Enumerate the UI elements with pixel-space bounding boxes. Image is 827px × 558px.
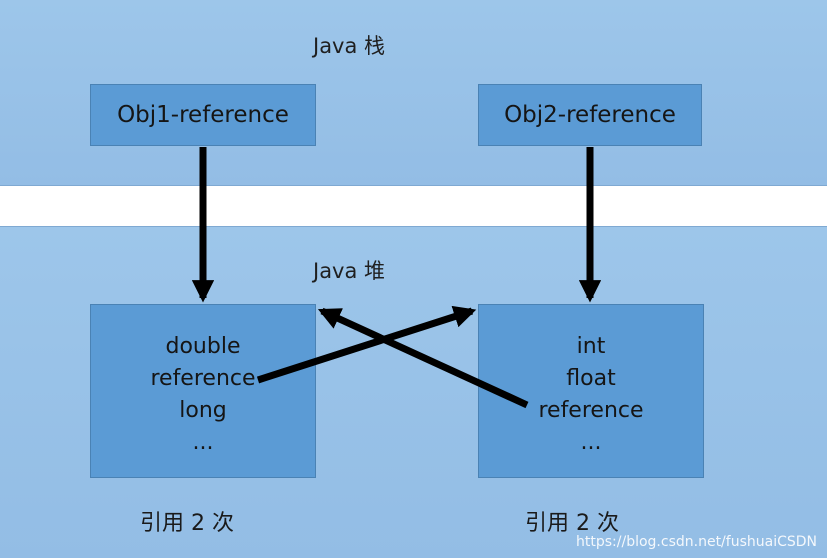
field-double: double	[165, 334, 241, 359]
heap-object-2-fields: int float reference ...	[479, 331, 703, 459]
obj2-reference-box: Obj2-reference	[478, 84, 702, 146]
field-float: float	[566, 366, 616, 391]
field-ellipsis: ...	[580, 430, 602, 455]
watermark-text: https://blog.csdn.net/fushuaiCSDN	[576, 534, 817, 550]
reference-count-label-1: 引用 2 次	[140, 511, 234, 536]
field-long: long	[179, 398, 227, 423]
field-int: int	[576, 334, 606, 359]
heap-object-1-box: double reference long ...	[90, 304, 316, 478]
heap-object-2-box: int float reference ...	[478, 304, 704, 478]
obj1-reference-label: Obj1-reference	[117, 102, 289, 128]
reference-count-label-2: 引用 2 次	[525, 511, 619, 536]
java-stack-title: Java 栈	[313, 34, 386, 58]
field-reference: reference	[538, 398, 644, 423]
field-ellipsis: ...	[192, 430, 214, 455]
java-heap-title: Java 堆	[313, 259, 386, 283]
obj1-reference-box: Obj1-reference	[90, 84, 316, 146]
heap-object-1-fields: double reference long ...	[91, 331, 315, 459]
obj2-reference-label: Obj2-reference	[504, 102, 676, 128]
field-reference: reference	[150, 366, 256, 391]
